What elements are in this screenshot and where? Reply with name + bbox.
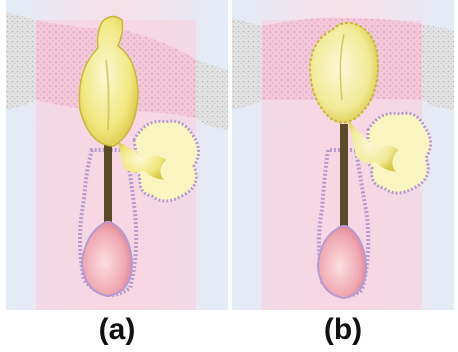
epidermis-left xyxy=(232,18,262,110)
epidermis-right xyxy=(196,60,228,130)
hair-follicle-diagram-a xyxy=(6,0,228,310)
caption-b: (b) xyxy=(232,310,454,350)
caption-a: (a) xyxy=(6,310,228,350)
epidermis-right xyxy=(422,24,454,110)
panel-b-illustration xyxy=(232,0,454,310)
hair-follicle-diagram-b xyxy=(232,0,454,310)
panel-a-illustration xyxy=(6,0,228,310)
hair-shaft xyxy=(104,138,112,228)
epidermis-left xyxy=(6,12,36,110)
hair-shaft xyxy=(340,124,348,232)
